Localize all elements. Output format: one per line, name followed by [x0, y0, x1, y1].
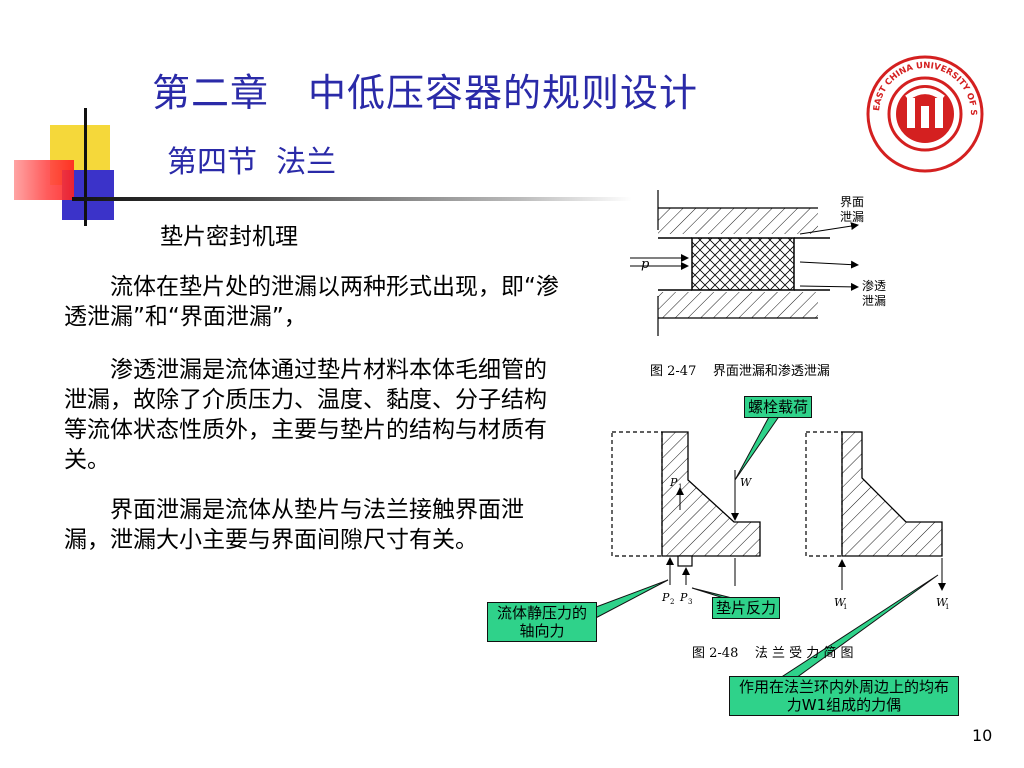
page-number: 10 — [972, 726, 993, 745]
svg-text:W: W — [740, 476, 753, 489]
callout-fluid-axial-force: 流体静压力的轴向力 — [487, 602, 597, 642]
svg-text:泄漏: 泄漏 — [840, 210, 864, 224]
figure-2-47-caption: 图 2-47 界面泄漏和渗透泄漏 — [650, 364, 830, 379]
paragraph-interface-leakage: 界面泄漏是流体从垫片与法兰接触界面泄漏，泄漏大小主要与界面间隙尺寸有关。 — [64, 497, 524, 553]
slide-subtitle: 第四节 法兰 — [167, 145, 337, 180]
decor-horizontal-rule — [72, 197, 632, 201]
callout-gasket-reaction: 垫片反力 — [712, 597, 781, 619]
figure-2-48-right-flange: W 1 W 1 — [805, 431, 949, 611]
svg-text:1: 1 — [678, 483, 682, 491]
figure-2-48-caption: 图 2-48 法 兰 受 力 简 图 — [692, 646, 854, 661]
svg-text:W: W — [936, 596, 949, 609]
svg-text:渗透: 渗透 — [862, 278, 886, 293]
label-p: p — [641, 257, 650, 272]
decor-vertical-line — [84, 108, 87, 226]
figure-2-47: p 界面 泄漏 渗透 泄漏 — [630, 190, 886, 336]
svg-text:界面: 界面 — [840, 195, 864, 209]
svg-text:1: 1 — [945, 603, 949, 611]
svg-text:2: 2 — [670, 598, 674, 606]
figure-2-48-left-flange: P 1 W P 2 P 3 — [611, 431, 761, 606]
slide-title: 第二章 中低压容器的规则设计 — [152, 71, 699, 115]
svg-text:1: 1 — [843, 603, 847, 611]
svg-text:3: 3 — [688, 598, 692, 606]
callout-bolt-load: 螺栓载荷 — [744, 396, 813, 418]
svg-text:P: P — [679, 591, 688, 604]
university-logo: EAST CHINA UNIVERSITY OF SCIENCE AND TEC… — [865, 54, 984, 173]
section-heading: 垫片密封机理 — [160, 224, 298, 250]
svg-text:W: W — [834, 596, 847, 609]
svg-text:泄漏: 泄漏 — [862, 294, 886, 308]
svg-text:P: P — [661, 591, 670, 604]
decor-red-bar — [14, 160, 74, 200]
callout-force-couple: 作用在法兰环内外周边上的均布力W1组成的力偶 — [729, 676, 959, 716]
svg-text:P: P — [669, 476, 678, 489]
paragraph-leakage-forms: 流体在垫片处的泄漏以两种形式出现，即“渗透泄漏”和“界面泄漏”， — [64, 274, 559, 330]
callout-pointers — [587, 414, 939, 679]
paragraph-permeation-leakage: 渗透泄漏是流体通过垫片材料本体毛细管的泄漏，故除了介质压力、温度、黏度、分子结构… — [64, 357, 547, 473]
